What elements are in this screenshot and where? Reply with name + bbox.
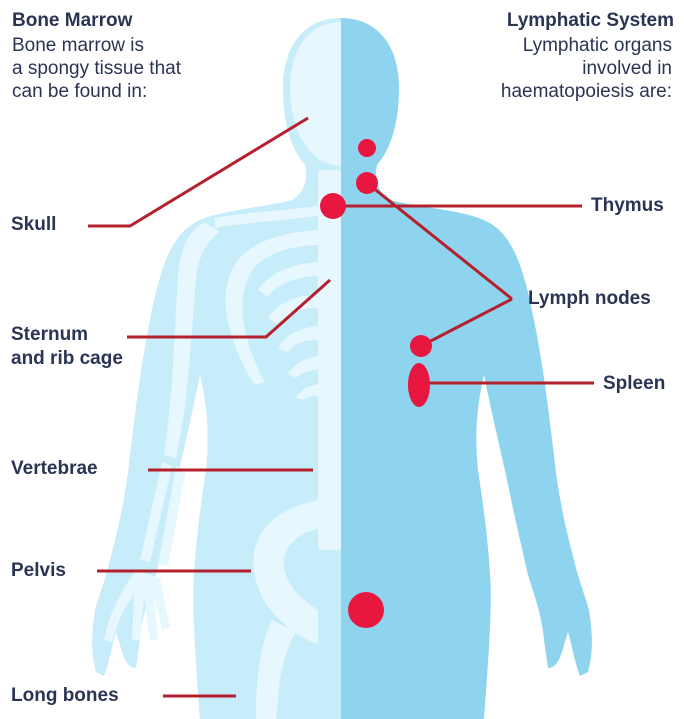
lymph-node-neck-lower [356,172,378,194]
label-long-bones: Long bones [11,684,119,708]
lymph-node-groin [348,592,384,628]
spleen-dot [408,363,430,407]
label-skull: Skull [11,213,56,237]
spine [318,170,341,550]
label-sternum-and-rib-cage: Sternum and rib cage [11,323,123,371]
label-pelvis: Pelvis [11,559,66,583]
thymus-dot [320,193,346,219]
label-thymus: Thymus [591,194,664,218]
bone-marrow-title: Bone Marrow [12,10,132,32]
lymph-node-armpit [410,335,432,357]
label-lymph-nodes: Lymph nodes [528,287,651,311]
label-spleen: Spleen [603,372,665,396]
lymphatic-system-description: Lymphatic organs involved in haematopoie… [501,34,672,103]
lymphatic-system-title: Lymphatic System [507,10,674,32]
lymph-node-neck-upper [358,139,376,157]
label-vertebrae: Vertebrae [11,457,98,481]
bone-marrow-description: Bone marrow is a spongy tissue that can … [12,34,181,103]
